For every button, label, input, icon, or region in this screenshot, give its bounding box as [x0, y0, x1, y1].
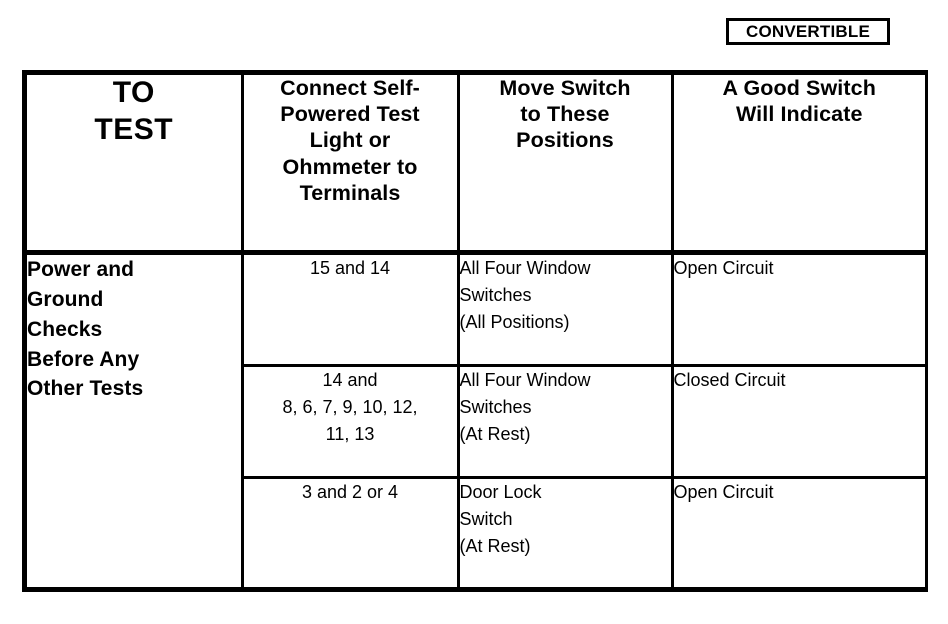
- header-line: Ohmmeter to: [282, 154, 418, 179]
- cell-line: Open Circuit: [673, 481, 774, 502]
- header-line: Powered Test: [280, 102, 420, 127]
- cell-line: Closed Circuit: [673, 370, 786, 391]
- header-line: TO: [112, 76, 155, 109]
- header-line: Move Switch: [499, 76, 631, 100]
- table-header-row: TO TEST Connect Self- Powered Test Light…: [27, 75, 925, 256]
- test-procedure-table: TO TEST Connect Self- Powered Test Light…: [22, 70, 928, 592]
- cell-indication-row-2: Closed Circuit: [672, 365, 925, 479]
- header-line: Will Indicate: [735, 102, 863, 127]
- row-group-label-line: Ground: [27, 287, 104, 311]
- cell-switch-positions-row-2: All Four Window Switches (At Rest): [458, 365, 674, 479]
- row-group-label-line: Checks: [27, 317, 103, 341]
- column-header-move-switch: Move Switch to These Positions: [458, 75, 674, 256]
- header-line: Light or: [309, 128, 391, 153]
- cell-switch-positions-row-3: Door Lock Switch (At Rest): [458, 477, 674, 587]
- convertible-badge-label: CONVERTIBLE: [745, 22, 871, 41]
- cell-line: (At Rest): [459, 535, 531, 556]
- header-line: A Good Switch: [722, 76, 876, 100]
- cell-line: Switches: [459, 397, 532, 418]
- table: TO TEST Connect Self- Powered Test Light…: [27, 75, 925, 587]
- cell-line: Switch: [459, 508, 513, 529]
- cell-line: 15 and 14: [309, 258, 391, 279]
- header-line: TEST: [94, 112, 174, 146]
- row-group-label-line: Other Tests: [27, 377, 144, 401]
- header-line: Terminals: [299, 180, 401, 205]
- column-header-to-test: TO TEST: [27, 75, 244, 256]
- cell-indication-row-3: Open Circuit: [672, 477, 925, 587]
- cell-terminals-row-2: 14 and 8, 6, 7, 9, 10, 12, 11, 13: [242, 365, 460, 479]
- cell-line: All Four Window: [459, 370, 591, 391]
- column-header-connect-terminals: Connect Self- Powered Test Light or Ohmm…: [242, 75, 460, 256]
- cell-line: (At Rest): [459, 424, 531, 445]
- cell-line: Open Circuit: [673, 258, 774, 279]
- cell-line: (All Positions): [459, 312, 570, 333]
- row-group-label-line: Power and: [27, 258, 135, 282]
- header-line: Positions: [516, 128, 614, 153]
- cell-line: Door Lock: [459, 481, 542, 502]
- cell-switch-positions-row-1: All Four Window Switches (All Positions): [458, 252, 674, 368]
- header-line: to These: [520, 102, 610, 127]
- cell-terminals-row-1: 15 and 14: [242, 252, 460, 368]
- cell-terminals-row-3: 3 and 2 or 4: [242, 477, 460, 587]
- cell-line: 11, 13: [325, 424, 375, 445]
- cell-indication-row-1: Open Circuit: [672, 252, 925, 368]
- row-group-label-power-and-ground-checks: Power and Ground Checks Before Any Other…: [27, 252, 244, 587]
- cell-line: 8, 6, 7, 9, 10, 12,: [282, 397, 418, 418]
- convertible-badge: CONVERTIBLE: [726, 18, 890, 45]
- column-header-good-switch-indicates: A Good Switch Will Indicate: [672, 75, 925, 256]
- cell-line: Switches: [459, 285, 532, 306]
- cell-line: 3 and 2 or 4: [301, 481, 399, 502]
- header-line: Connect Self-: [280, 76, 420, 100]
- row-group-label-line: Before Any: [27, 347, 140, 371]
- table-row: Power and Ground Checks Before Any Other…: [27, 252, 925, 587]
- cell-line: All Four Window: [459, 258, 591, 279]
- table-row: 14 and 8, 6, 7, 9, 10, 12, 11, 13 All Fo…: [27, 365, 925, 479]
- table-row: 3 and 2 or 4 Door Lock Switch (At Rest) …: [27, 477, 925, 587]
- cell-line: 14 and: [322, 370, 378, 391]
